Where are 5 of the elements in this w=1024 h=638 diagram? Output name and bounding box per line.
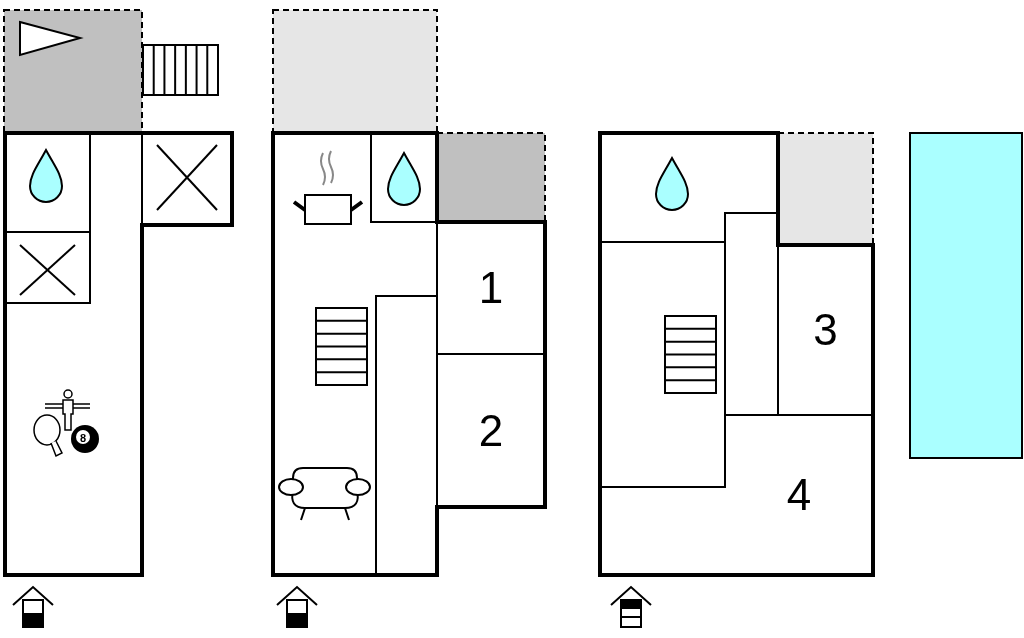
room-number: 1 <box>478 266 504 310</box>
room-number: 3 <box>813 308 838 352</box>
ball-number: 8 <box>79 432 87 444</box>
room-number: 4 <box>786 473 812 517</box>
room-number: 2 <box>478 408 504 453</box>
